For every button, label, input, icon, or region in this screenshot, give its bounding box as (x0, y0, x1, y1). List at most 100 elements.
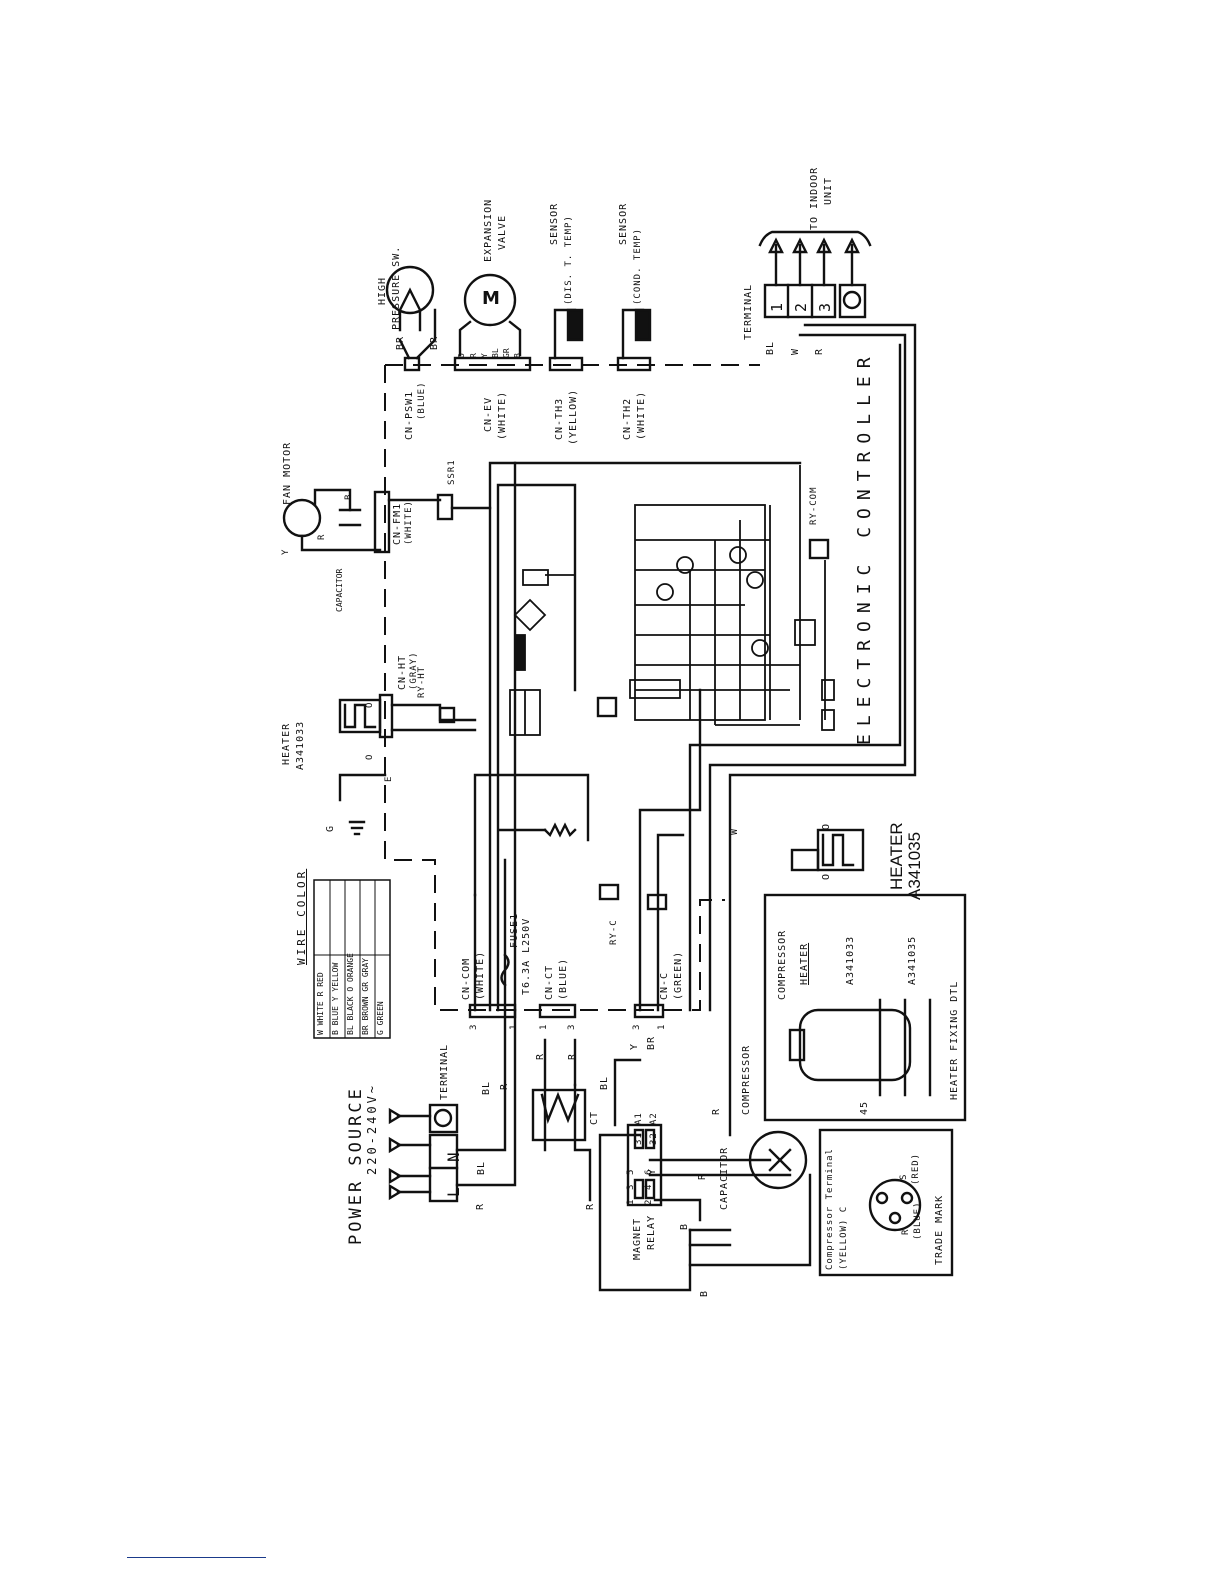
sensor-dis-label-2: (DIS. T. TEMP) (564, 215, 574, 305)
wire-label-r-8: R (814, 347, 825, 355)
detail-compressor-label: COMPRESSOR (777, 929, 788, 1000)
compressor-capacitor-label: CAPACITOR (719, 1146, 730, 1210)
wire-label-w-2: W (790, 347, 801, 355)
wire-color-table (313, 879, 391, 1039)
relay-pin-2: 2 (644, 1198, 654, 1205)
ground-g-label: G (325, 824, 336, 832)
wire-label-w-1: W (729, 827, 740, 835)
wire-color-row-3: BL BLACK O ORANGE (346, 953, 355, 1035)
power-terminal-label: TERMINAL (439, 1043, 450, 1100)
heater-top-model: A341033 (295, 720, 306, 770)
wire-label-r-1: R (499, 1082, 510, 1090)
wire-label-br-3: BR (429, 335, 440, 350)
cn-fm1-label-2: (WHITE) (404, 500, 414, 545)
to-indoor-label-1: TO INDOOR (809, 166, 820, 230)
high-pressure-switch (385, 265, 435, 315)
wire-label-o-1: O (821, 822, 832, 830)
ev-pin-o: O (457, 353, 466, 358)
detail-caption: HEATER FIXING DTL (949, 980, 960, 1100)
to-indoor-label-2: UNIT (823, 176, 834, 205)
relay-pin-a1: A1 (634, 1112, 644, 1125)
ry-com-label: RY-COM (809, 486, 819, 525)
cn-fm1-connector (373, 490, 391, 554)
relay-pin-3: 3 (626, 1183, 636, 1190)
heater-bottom-label: HEATER (887, 822, 906, 890)
ev-pin-y: Y (480, 353, 489, 358)
cn-th3-label-2: (YELLOW) (568, 388, 579, 445)
relay-pin-6: 6 (644, 1168, 654, 1175)
indoor-terminal-label: TERMINAL (743, 283, 754, 340)
fuse-label-2: T6.3A L250V (521, 917, 532, 995)
cn-ht-label-2: (GRAY) (409, 651, 419, 690)
sensor-cond-label-1: SENSOR (618, 202, 629, 245)
wire-label-b-1: B (679, 1222, 690, 1230)
wire-label-y-1: Y (629, 1042, 640, 1050)
fuse-label-1: FUSE1 (509, 912, 520, 948)
wire-label-r-5: R (585, 1202, 596, 1210)
cn-ev-label-2: (WHITE) (497, 390, 508, 440)
compressor-terminal-box (818, 1128, 954, 1277)
power-source-title: POWER SOURCE (346, 1086, 366, 1245)
fan-capacitor-label: CAPACITOR (335, 568, 344, 612)
magnet-relay (626, 1123, 663, 1207)
wire-label-r-fan: R (317, 533, 327, 540)
fan-motor-label: FAN MOTOR (282, 441, 293, 505)
high-pressure-label-1: HIGH (377, 276, 388, 305)
heater-fixing-detail-box (763, 893, 967, 1122)
cn-ct-label-2: (BLUE) (558, 957, 569, 1000)
current-transformer (531, 1088, 587, 1142)
wire-label-br-2: BR (395, 335, 406, 350)
relay-pin-4: 4 (644, 1183, 654, 1190)
footer-rule (127, 1557, 266, 1558)
compressor-motor (748, 1130, 808, 1190)
wire-label-b-fan: B (344, 493, 354, 500)
heater-bottom-connector (790, 848, 820, 872)
wire-label-b-2: B (699, 1289, 710, 1297)
compressor-label: COMPRESSOR (741, 1044, 752, 1115)
cn-psw1-label-1: CN-PSW1 (404, 390, 415, 440)
wire-label-bl-4: BL (765, 340, 776, 355)
comp-terminal-c: (YELLOW) C (839, 1205, 849, 1270)
pin-3-c: 3 (632, 1023, 642, 1030)
wire-color-row-5: G GREEN (376, 1001, 385, 1035)
cn-ct-label-1: CN-CT (544, 964, 555, 1000)
magnet-relay-label-1: MAGNET (632, 1217, 643, 1260)
earth-e-label: E (384, 775, 394, 782)
high-pressure-label-2: PRESSURE SW. (391, 245, 402, 330)
magnet-relay-label-2: RELAY (646, 1214, 657, 1250)
comp-terminal-r: R (901, 1228, 911, 1235)
relay-pin-a2: A2 (649, 1112, 659, 1125)
wire-color-row-2: B BLUE Y YELLOW (331, 962, 340, 1035)
terminal-number-3: 3 (816, 299, 834, 312)
detail-heater-label: HEATER (799, 942, 810, 985)
cn-ht-label-1: CN-HT (397, 654, 408, 690)
cn-ev-label-1: CN-EV (483, 396, 494, 432)
wire-color-title: WIRE COLOR (295, 868, 308, 965)
ry-c-label: RY-C (609, 919, 619, 945)
wire-label-o-2: O (821, 872, 832, 880)
cn-th2-label-2: (WHITE) (636, 390, 647, 440)
power-source-voltage: 220-240V~ (365, 1082, 379, 1175)
wire-label-r-4: R (567, 1052, 578, 1060)
cn-psw1-label-2: (BLUE) (417, 381, 427, 420)
wire-label-bl-1: BL (481, 1080, 492, 1095)
detail-model-2: A341035 (907, 935, 918, 985)
comp-terminal-title: Compressor Terminal (825, 1148, 835, 1270)
ct-label: CT (589, 1110, 600, 1125)
expansion-valve-motor (463, 273, 517, 327)
controller-circuit-area (634, 504, 766, 721)
terminal-number-1: 1 (768, 299, 786, 312)
pin-1-ct: 1 (539, 1023, 549, 1030)
heater-bottom-model: A341035 (905, 831, 924, 900)
cn-th2-label-1: CN-TH2 (622, 397, 633, 440)
relay-pin-1: 1 (626, 1198, 636, 1205)
ev-pin-bl: BL (491, 348, 500, 358)
terminal-l-label: L (444, 1184, 463, 1197)
ry-ht-label: RY-HT (417, 665, 427, 698)
cn-fm1-label-1: CN-FM1 (392, 502, 403, 545)
detail-model-1: A341033 (845, 935, 856, 985)
wire-label-bl-3: BL (599, 1075, 610, 1090)
expansion-valve-label-2: VALVE (497, 214, 508, 250)
wire-label-r-6: R (711, 1107, 722, 1115)
